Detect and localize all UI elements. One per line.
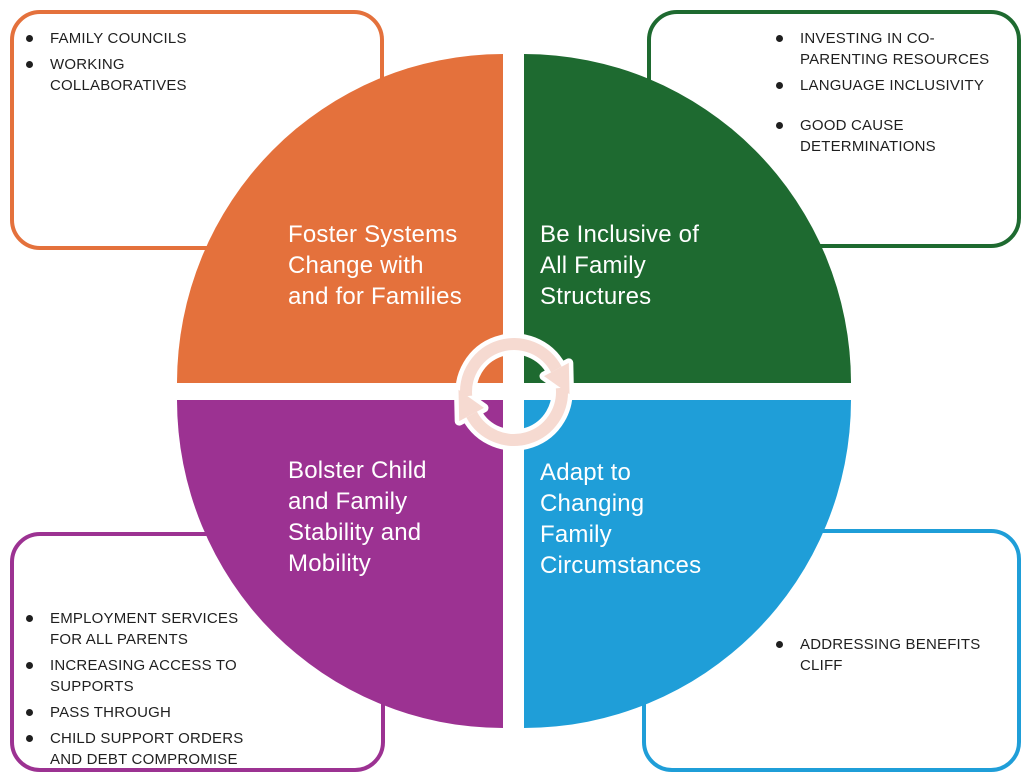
- list-item: LANGUAGE INCLUSIVITY: [770, 75, 1000, 96]
- counterclockwise-arrow: [466, 387, 568, 446]
- clockwise-arrow: [460, 338, 562, 397]
- quadrant-title: Adapt to Changing Family Circumstances: [540, 459, 702, 579]
- list-item: WORKING COLLABORATIVES: [20, 54, 230, 96]
- cycle-arrows-icon: [454, 333, 574, 451]
- callout-top-right-list: INVESTING IN CO-PARENTING RESOURCES LANG…: [770, 28, 1000, 162]
- counterclockwise-arrow-head: [458, 389, 484, 422]
- list-item: CHILD SUPPORT ORDERS AND DEBT COMPROMISE: [20, 728, 260, 770]
- callout-bottom-right-list: ADDRESSING BENEFITS CLIFF: [770, 634, 1000, 681]
- list-item: ADDRESSING BENEFITS CLIFF: [770, 634, 1000, 676]
- callout-bottom-left-list: EMPLOYMENT SERVICES FOR ALL PARENTS INCR…: [20, 608, 260, 775]
- list-item: INVESTING IN CO-PARENTING RESOURCES: [770, 28, 1000, 70]
- callout-top-left-list: FAMILY COUNCILS WORKING COLLABORATIVES: [20, 28, 230, 101]
- list-item: PASS THROUGH: [20, 702, 260, 723]
- clockwise-arrow-head: [544, 362, 570, 395]
- quadrant-title: Bolster Child and Family Stability and M…: [288, 457, 427, 577]
- quadrant-title: Be Inclusive of All Family Structures: [540, 221, 700, 310]
- list-item: FAMILY COUNCILS: [20, 28, 230, 49]
- callout-top-left: FAMILY COUNCILS WORKING COLLABORATIVES: [10, 10, 384, 250]
- list-item: EMPLOYMENT SERVICES FOR ALL PARENTS: [20, 608, 260, 650]
- callout-top-right: INVESTING IN CO-PARENTING RESOURCES LANG…: [647, 10, 1021, 248]
- list-item: INCREASING ACCESS TO SUPPORTS: [20, 655, 260, 697]
- list-item: GOOD CAUSE DETERMINATIONS: [770, 115, 1000, 157]
- quadrant-title: Foster Systems Change with and for Famil…: [288, 221, 462, 310]
